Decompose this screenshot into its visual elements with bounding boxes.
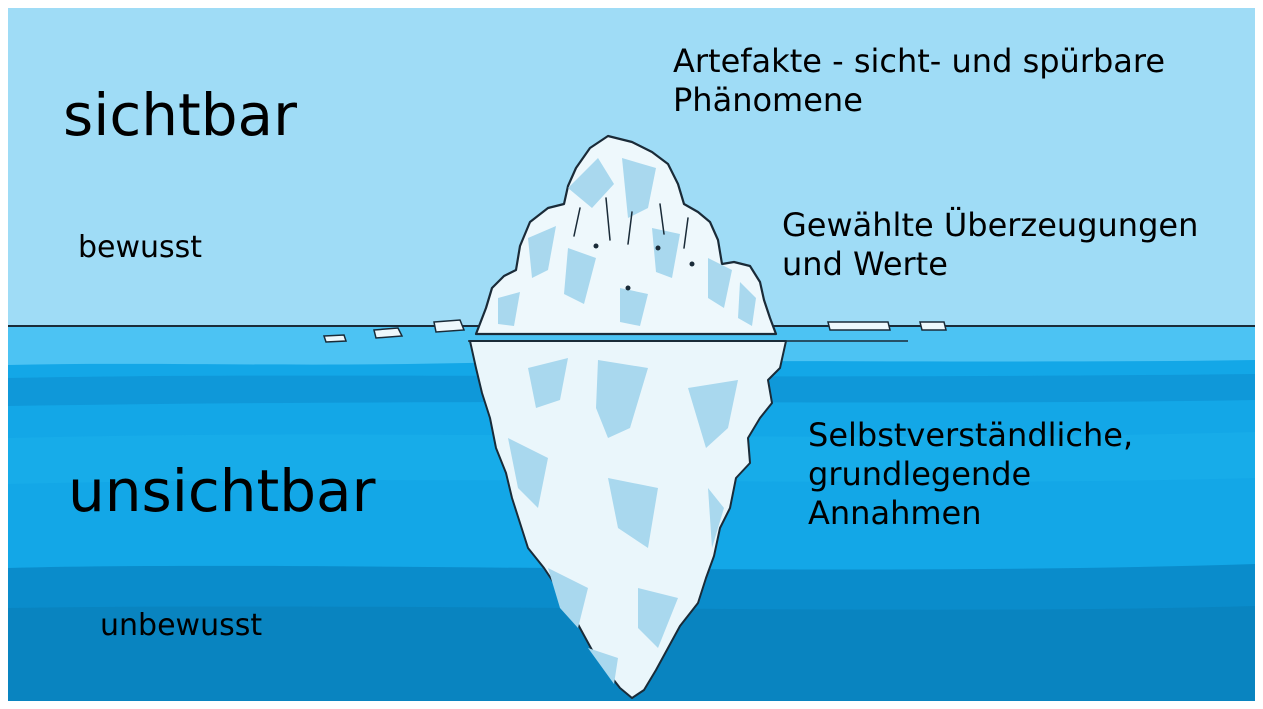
artifacts-label-line: Phänomene (673, 81, 1165, 120)
assumptions-label-line: Selbstverständliche, (808, 416, 1133, 455)
values-label: Gewählte Überzeugungen und Werte (782, 206, 1198, 284)
artifacts-label-line: Artefakte - sicht- und spürbare (673, 42, 1165, 81)
conscious-label: bewusst (78, 230, 202, 267)
invisible-label: unsichtbar (68, 456, 375, 527)
artifacts-label: Artefakte - sicht- und spürbare Phänomen… (673, 42, 1165, 120)
unconscious-label: unbewusst (100, 608, 262, 645)
iceberg-diagram: sichtbar bewusst unsichtbar unbewusst Ar… (8, 8, 1255, 701)
values-label-line: und Werte (782, 245, 1198, 284)
assumptions-label: Selbstverständliche, grundlegende Annahm… (808, 416, 1133, 533)
visible-label: sichtbar (63, 80, 297, 151)
values-label-line: Gewählte Überzeugungen (782, 206, 1198, 245)
assumptions-label-line: Annahmen (808, 494, 1133, 533)
assumptions-label-line: grundlegende (808, 455, 1133, 494)
